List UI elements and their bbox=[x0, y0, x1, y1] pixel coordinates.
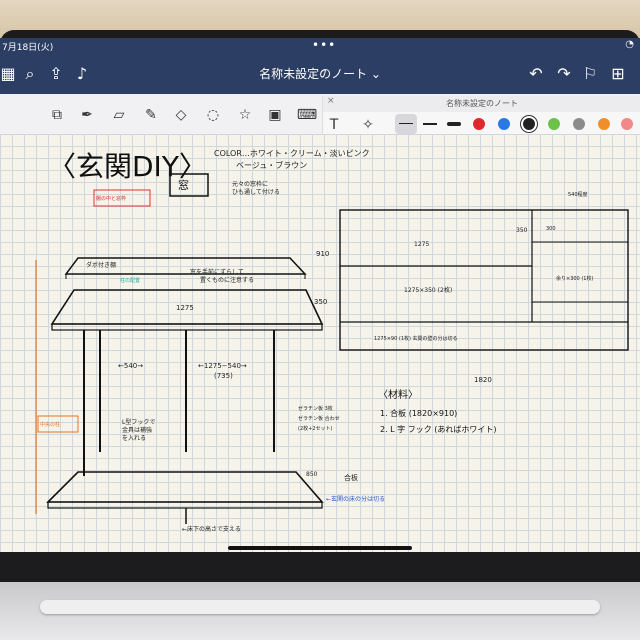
keyboard-icon[interactable]: ⌨ bbox=[296, 107, 318, 123]
materials-title: 〈材料〉 bbox=[378, 388, 418, 401]
dim-735-label: (735) bbox=[214, 372, 233, 380]
status-date: 7月18日(火) bbox=[2, 43, 54, 53]
board-dim-1275: 1275 bbox=[414, 241, 429, 248]
note-heading: 〈玄関DIY〉 bbox=[48, 150, 207, 183]
lasso-icon[interactable]: ◌ bbox=[206, 107, 220, 123]
image-icon[interactable]: ▣ bbox=[268, 107, 282, 123]
color-note-2: ベージュ・ブラウン bbox=[236, 160, 307, 170]
panel-title: 名称未設定のノート bbox=[323, 96, 640, 112]
color-swatch-orange[interactable] bbox=[598, 118, 610, 130]
goban-label: 合板 bbox=[344, 473, 358, 482]
laser-pointer-icon[interactable]: ✧ bbox=[362, 117, 374, 133]
stylus-pencil bbox=[40, 600, 600, 614]
note-canvas[interactable]: 〈玄関DIY〉 COLOR…ホワイト・クリーム・淡いピンク ベージュ・ブラウン … bbox=[0, 134, 640, 552]
document-title[interactable]: 名称未設定のノート ⌄ bbox=[259, 67, 381, 81]
bottom-note: ←床下の高さで支える bbox=[182, 525, 241, 533]
l-brace-note-3: を入れる bbox=[122, 435, 146, 442]
status-bar: 7月18日(火) ••• ◔ bbox=[0, 38, 640, 54]
highlighter-icon[interactable]: ✎ bbox=[145, 107, 157, 123]
home-indicator[interactable] bbox=[228, 546, 412, 550]
board-cut-1: 1275×350 (2枚) bbox=[404, 286, 452, 294]
search-icon[interactable]: ⌕ bbox=[25, 64, 35, 83]
red-note: 棚の中と窓枠 bbox=[96, 195, 126, 202]
redo-icon[interactable]: ↷ bbox=[557, 64, 571, 83]
sticker-icon[interactable]: ☆ bbox=[238, 107, 252, 123]
undo-icon[interactable]: ↶ bbox=[529, 64, 543, 83]
dim-540-label: ←540→ bbox=[118, 362, 143, 370]
color-swatch-red[interactable] bbox=[473, 118, 485, 130]
bookmark-icon[interactable]: ⚐ bbox=[582, 64, 598, 83]
mid-note-1: ゼラチン板 3枚 bbox=[298, 405, 333, 412]
shelf-note-2: 置くものに注意する bbox=[200, 276, 254, 284]
color-swatch-pink[interactable] bbox=[621, 118, 633, 130]
pen-options-panel: 名称未設定のノート × T ✧ bbox=[322, 96, 640, 134]
handwritten-sketch: 〈玄関DIY〉 COLOR…ホワイト・クリーム・淡いピンク ベージュ・ブラウン … bbox=[35, 149, 629, 533]
dim-350-label: 350 bbox=[314, 298, 327, 306]
pen-width-thin[interactable] bbox=[399, 123, 413, 124]
grid-view-icon[interactable]: ▦ bbox=[0, 64, 16, 83]
window-note-2: ひも通して付ける bbox=[232, 188, 280, 196]
pen-width-thick[interactable] bbox=[447, 122, 461, 126]
color-swatch-black[interactable] bbox=[523, 118, 535, 130]
orange-note: 中央の柱 bbox=[40, 421, 60, 428]
dim-1275-540-label: ←1275−540→ bbox=[198, 362, 247, 370]
materials-item-1: 1. 合板 (1820×910) bbox=[380, 408, 457, 418]
tablet-screen: 7月18日(火) ••• ◔ ▦ ⌕ ⇪ ♪ 名称未設定のノート ⌄ ↶ ↷ ⚐… bbox=[0, 38, 640, 552]
close-icon[interactable]: × bbox=[327, 96, 335, 106]
color-note-1: COLOR…ホワイト・クリーム・淡いピンク bbox=[214, 149, 370, 158]
shelf-label: ダボ付き棚 bbox=[86, 261, 116, 269]
pen-icon[interactable]: ✒ bbox=[81, 107, 93, 123]
shapes-icon[interactable]: ◇ bbox=[175, 107, 187, 123]
title-bar: ▦ ⌕ ⇪ ♪ 名称未設定のノート ⌄ ↶ ↷ ⚐ ⊞ bbox=[0, 54, 640, 94]
green-note: 柱の配置 bbox=[120, 277, 140, 284]
board-top-dim: 540程度 bbox=[568, 191, 588, 198]
mid-note-3: (2枚+2セット) bbox=[298, 425, 333, 432]
l-brace-note-1: L型フックで bbox=[122, 418, 155, 426]
color-swatch-gray[interactable] bbox=[573, 118, 585, 130]
multitask-dots[interactable]: ••• bbox=[312, 38, 337, 52]
dim-1275-label: 1275 bbox=[176, 304, 194, 312]
text-tool-icon[interactable]: T bbox=[329, 117, 339, 133]
shelf-note-1: 窓を手前にずらして bbox=[190, 268, 244, 276]
pen-width-medium[interactable] bbox=[423, 123, 437, 125]
lasso-image-icon[interactable]: ⧉ bbox=[52, 107, 62, 123]
eraser-icon[interactable]: ▱ bbox=[113, 107, 125, 123]
share-icon[interactable]: ⇪ bbox=[49, 64, 63, 83]
dim-850-label: 850 bbox=[306, 471, 318, 478]
board-dim-1820: 1820 bbox=[474, 376, 492, 384]
color-swatch-blue[interactable] bbox=[498, 118, 510, 130]
blue-note: ←玄関の床の分は切る bbox=[326, 495, 385, 503]
microphone-icon[interactable]: ♪ bbox=[76, 64, 88, 83]
board-dim-300: 300 bbox=[546, 226, 556, 232]
window-note-1: 元々の窓枠に bbox=[232, 180, 268, 188]
board-cut-3: 余り×300 (1枚) bbox=[556, 275, 593, 282]
board-dim-350: 350 bbox=[516, 227, 528, 234]
board-dim-910: 910 bbox=[316, 250, 329, 258]
wifi-icon: ◔ bbox=[625, 39, 634, 50]
color-swatch-green[interactable] bbox=[548, 118, 560, 130]
board-cut-2: 1275×90 (1枚) 玄関の壁の分は切る bbox=[374, 335, 458, 342]
materials-item-2: 2. L 字 フック (あればホワイト) bbox=[380, 424, 497, 434]
mid-note-2: ゼラチン板 合わせ bbox=[298, 415, 340, 422]
add-page-icon[interactable]: ⊞ bbox=[611, 64, 625, 83]
pen-width-selected[interactable] bbox=[395, 114, 417, 134]
l-brace-note-2: 金具は補強 bbox=[122, 426, 152, 434]
window-label: 窓 bbox=[178, 178, 189, 192]
